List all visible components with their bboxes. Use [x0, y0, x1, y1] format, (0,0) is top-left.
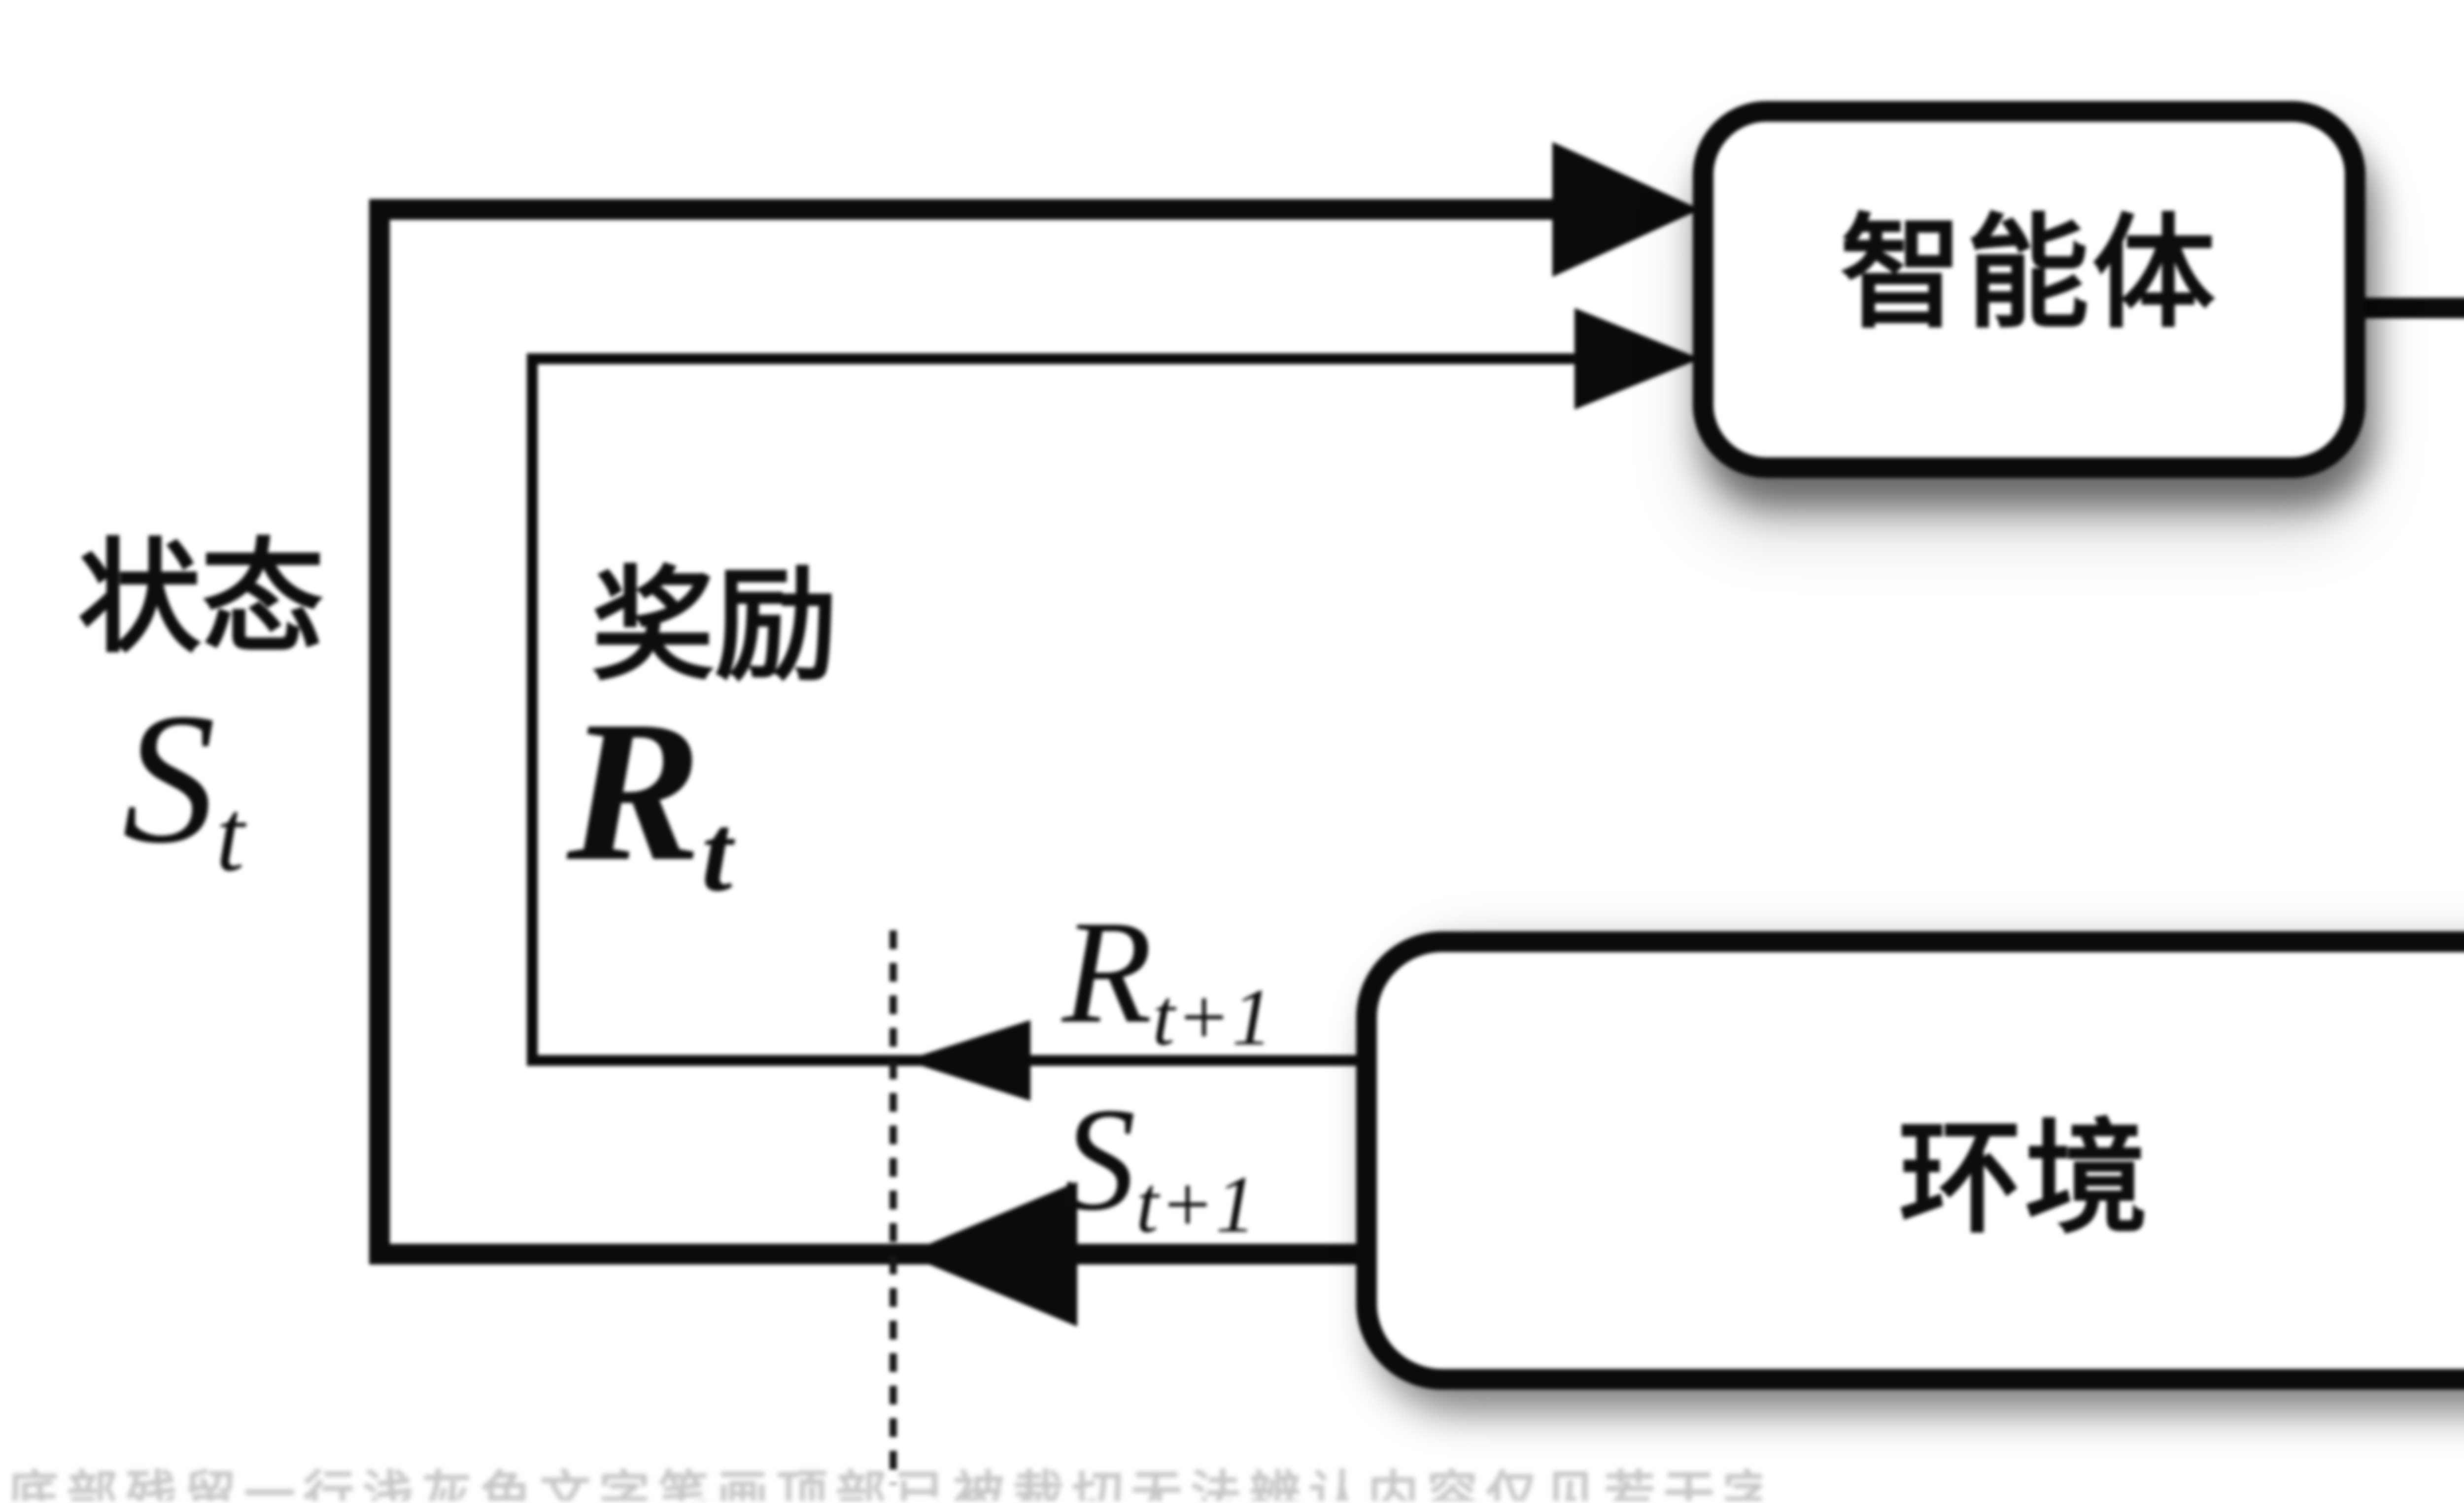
next-state-symbol: St+1	[1062, 1085, 1257, 1245]
clipped-caption-remnant: 底部残留一行浅灰色文字笔画顶部已被裁切无法辨认内容仅见若干字形残迹作为占位重现	[7, 1468, 1762, 1501]
next-reward-symbol: Rt+1	[1062, 898, 1273, 1058]
environment-label: 环境	[1898, 1112, 2151, 1248]
state-symbol-base: S	[122, 675, 216, 882]
next-state-arrowhead-icon	[905, 1182, 1077, 1327]
next-reward-symbol-subscript: t+1	[1152, 972, 1273, 1062]
next-reward-symbol-base: R	[1062, 890, 1153, 1054]
agent-label: 智能体	[1840, 206, 2219, 343]
environment-box: 环境	[1356, 931, 2464, 1390]
next-reward-arrowhead-icon	[905, 1020, 1030, 1101]
reward-line-vertical	[527, 353, 538, 1066]
action-line-top	[2361, 298, 2464, 318]
reward-symbol-subscript: t	[701, 791, 734, 915]
reward-into-agent-arrowhead-icon	[1574, 308, 1700, 410]
state-symbol-subscript: t	[216, 779, 246, 893]
next-state-line	[369, 1244, 1374, 1264]
next-state-symbol-base: S	[1062, 1077, 1136, 1241]
state-line-vertical	[369, 199, 390, 1264]
reward-line-top	[527, 353, 1601, 364]
agent-box: 智能体	[1693, 101, 2365, 478]
time-step-dashed-boundary	[890, 930, 897, 1484]
state-label-cn: 状态	[78, 531, 324, 668]
reward-symbol: Rt	[567, 690, 733, 909]
state-line-top	[369, 199, 1572, 220]
state-symbol: St	[122, 685, 245, 888]
reward-label-cn: 奖励	[591, 559, 838, 695]
state-into-agent-arrowhead-icon	[1552, 142, 1700, 277]
reward-symbol-base: R	[567, 679, 702, 903]
next-state-symbol-subscript: t+1	[1136, 1159, 1257, 1250]
